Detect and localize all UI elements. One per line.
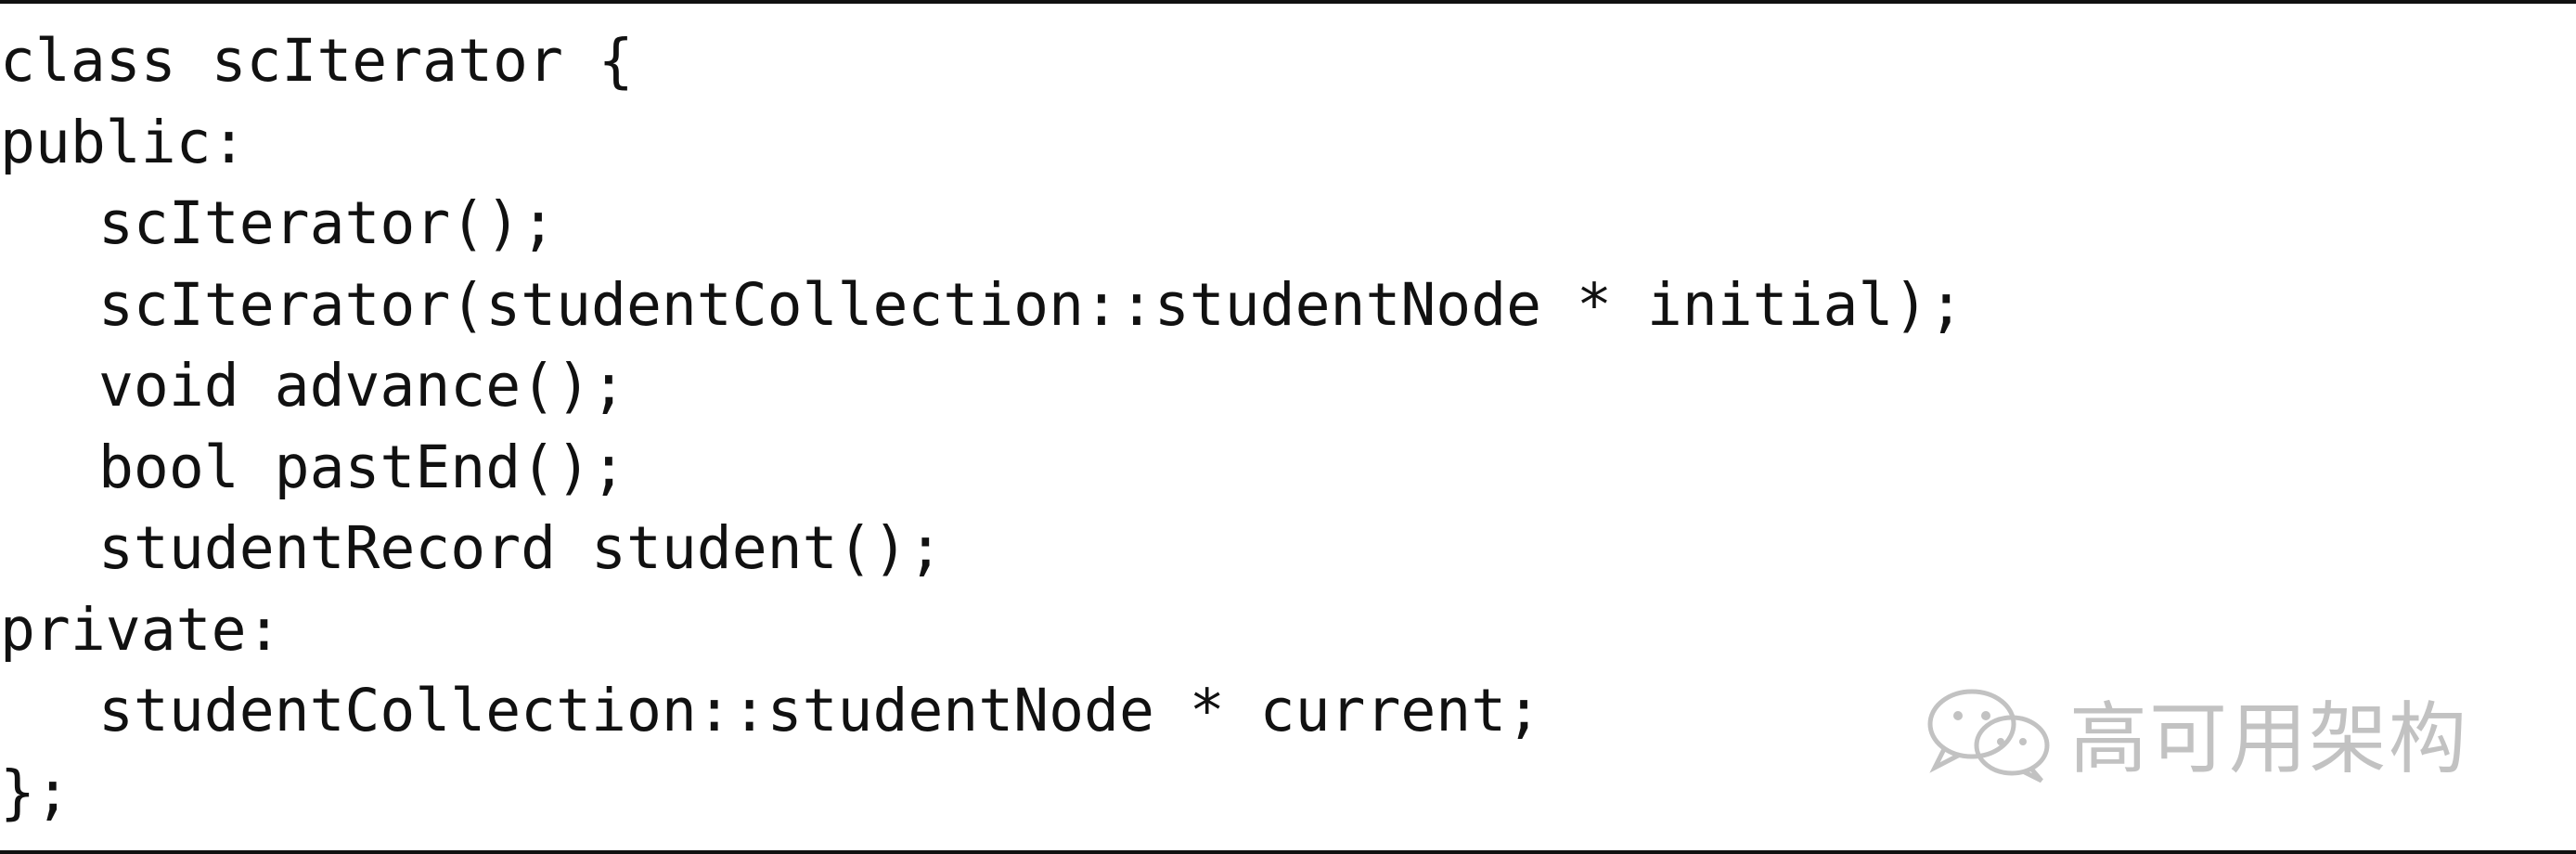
code-line: scIterator(studentCollection::studentNod… [98, 270, 1964, 339]
code-line: }; [0, 757, 71, 826]
watermark-text: 高可用架构 [2069, 693, 2469, 784]
code-line: scIterator(); [98, 189, 557, 257]
code-line: bool pastEnd(); [98, 433, 626, 501]
code-line: studentCollection::studentNode * current… [98, 677, 1542, 744]
wechat-icon [1927, 689, 2050, 783]
code-listing: class scIterator { public: scIterator(); sc… [0, 20, 1964, 833]
code-line: public: [0, 108, 247, 176]
code-line: studentRecord student(); [98, 514, 944, 582]
code-line: private: [0, 595, 282, 664]
code-line: class scIterator { [0, 27, 634, 95]
code-line: void advance(); [98, 352, 626, 420]
watermark: 高可用架构 [1921, 677, 2468, 789]
